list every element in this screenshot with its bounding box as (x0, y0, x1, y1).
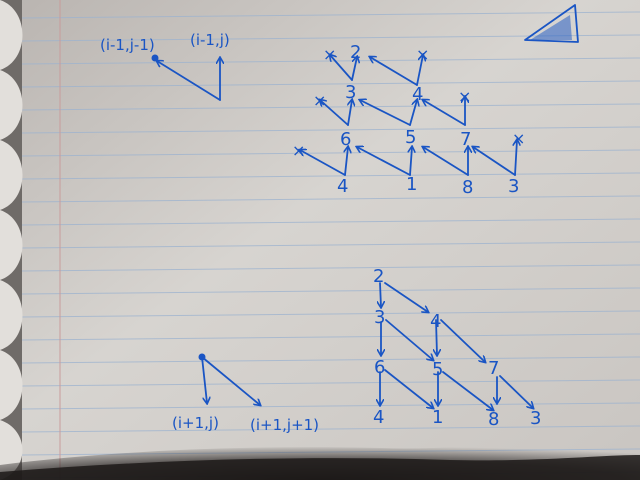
rule-line (21, 11, 640, 19)
rule-line (21, 149, 640, 157)
corner-doodle (524, 4, 579, 43)
rule-line (21, 310, 640, 318)
top-node-4a: 4 (412, 84, 423, 105)
x-mark: × (458, 87, 471, 106)
bottom-node-2: 2 (373, 266, 384, 287)
top-node-3: 3 (345, 82, 356, 103)
rule-line (21, 241, 640, 249)
label-i-1-j-1: (i-1,j-1) (100, 36, 155, 54)
bottom-node-4b: 4 (373, 407, 384, 428)
bottom-shadow (0, 455, 640, 480)
top-right-grid: 2 3 4 6 5 7 4 1 8 3 × × × × × × (292, 42, 525, 198)
top-left-sketch: (i-1,j-1) (i-1,j) (100, 31, 230, 101)
bottom-node-7: 7 (488, 358, 499, 379)
bottom-left-sketch: (i+1,j) (i+1,j+1) (172, 353, 319, 434)
rule-line (21, 356, 640, 364)
bottom-right-grid: 2 3 4 6 5 7 4 1 8 3 (373, 266, 541, 430)
rule-line (21, 287, 640, 295)
top-node-4b: 4 (337, 176, 348, 197)
label-i-1-j: (i-1,j) (190, 31, 230, 49)
x-mark: × (512, 129, 525, 148)
rule-line (21, 218, 640, 226)
spiral-binding (0, 0, 23, 480)
bottom-node-5: 5 (432, 359, 443, 380)
top-node-2: 2 (350, 42, 361, 63)
rule-line (21, 80, 640, 88)
rule-line (21, 195, 640, 203)
rule-line (21, 425, 640, 433)
x-mark: × (313, 91, 326, 110)
top-node-3b: 3 (508, 176, 519, 197)
x-mark: × (323, 45, 336, 64)
rule-line (21, 333, 640, 341)
label-i+1-j: (i+1,j) (172, 414, 219, 432)
rule-line (21, 126, 640, 134)
rule-line (21, 103, 640, 111)
top-node-6: 6 (340, 129, 351, 150)
rule-line (21, 402, 640, 410)
rule-line (21, 172, 640, 180)
rule-line (21, 379, 640, 387)
rule-line (21, 264, 640, 272)
top-node-7: 7 (460, 129, 471, 150)
top-node-1: 1 (406, 174, 417, 195)
bottom-node-4a: 4 (430, 311, 441, 332)
label-i+1-j+1: (i+1,j+1) (250, 416, 319, 434)
top-node-8: 8 (462, 177, 473, 198)
x-mark: × (416, 45, 429, 64)
bottom-node-3b: 3 (530, 408, 541, 429)
x-mark: × (292, 141, 305, 160)
top-node-5: 5 (405, 127, 416, 148)
bottom-node-8: 8 (488, 409, 499, 430)
bottom-node-1: 1 (432, 407, 443, 428)
bottom-node-6: 6 (374, 357, 385, 378)
bottom-node-3: 3 (374, 307, 385, 328)
